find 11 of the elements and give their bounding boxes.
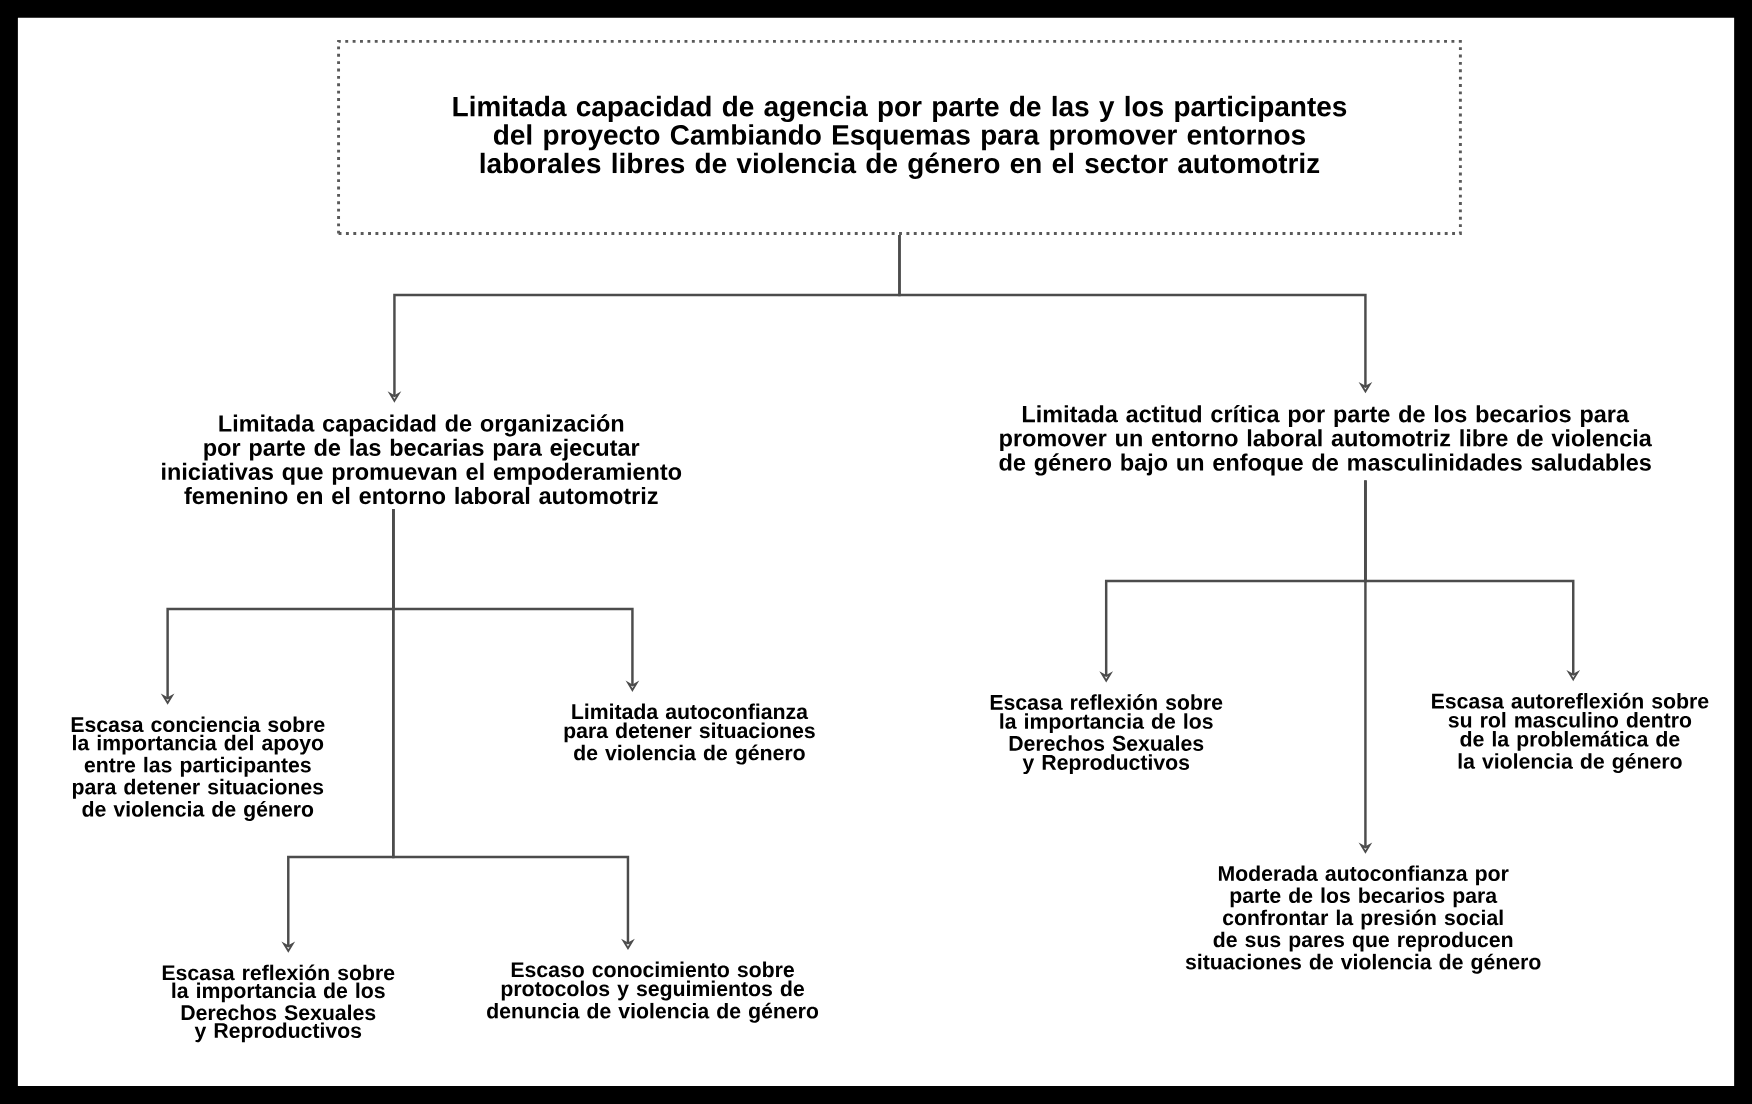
sub-cause-text: Moderada autoconfianza por parte de los becarios para confrontar la presión social de sus pares que reproducen situaciones de violencia de género [1185, 865, 1541, 974]
arrow [392, 509, 635, 950]
sub-cause-text: Escaso conocimiento sobre protocolos y seguimientos de denuncia de violencia de género [487, 961, 819, 1023]
sub-cause-text: Limitada autoconfianza para detener situaciones de violencia de género [564, 703, 815, 765]
cause-text: Limitada capacidad de organización por parte de las becarias para ejecutar iniciativas que promuevan el empoderamiento femenino en el entorno laboral automotriz [162, 414, 682, 505]
problem-box: Limitada capacidad de agencia por parte de las y los participantes del proyecto Cambiando Esquemas para promover entornos laborales libres de violencia de género en el sector automotriz [337, 39, 1462, 235]
sub-cause-text: Escasa autoreflexión sobre su rol masculino dentro de la problemática de la violencia de género [1432, 692, 1709, 774]
sub-cause-text: Escasa reflexión sobre la importancia de los Derechos Sexuales y Reproductivos [990, 694, 1223, 775]
sub-cause-text: Escasa conciencia sobre la importancia del apoyo entre las participantes para detener situaciones de violencia de género [71, 716, 325, 821]
cause-text: Limitada actitud crítica por parte de los becarios para promover un entorno laboral automotriz libre de violencia de género bajo un enfoque de masculinidades saludables [999, 404, 1652, 476]
sub-cause-text: Escasa reflexión sobre la importancia de los Derechos Sexuales y Reproductivos [162, 964, 395, 1043]
